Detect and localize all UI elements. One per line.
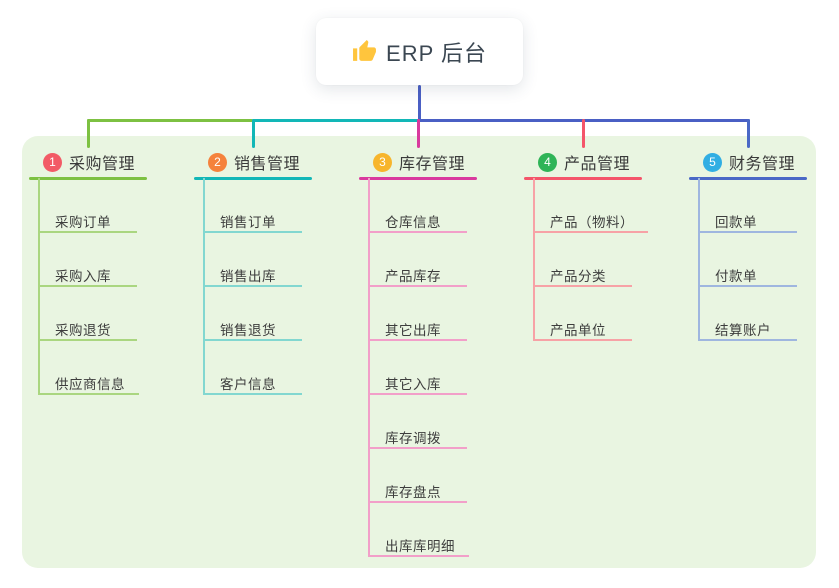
branch-4-number-badge: 4 [538,152,557,172]
connector-line [86,119,90,148]
branch-1-number-badge: 1 [43,152,62,172]
child-label: 供应商信息 [55,377,125,392]
branch-underline [689,177,807,180]
branch-5: 5 财务管理回款单付款单结算账户 [682,136,839,568]
branch-4: 4 产品管理产品（物料） 产品分类产品单位 [517,136,682,568]
connector-line [581,119,585,148]
child-node[interactable]: 库存盘点 [368,477,467,503]
child-label: 销售订单 [220,215,276,230]
child-label: 销售出库 [220,269,276,284]
connector-line [417,85,421,122]
child-node[interactable]: 回款单 [698,207,797,233]
child-node[interactable]: 仓库信息 [368,207,467,233]
child-label: 仓库信息 [385,215,441,230]
child-label: 结算账户 [715,323,771,338]
branch-label: 产品管理 [564,156,631,173]
child-label: 其它入库 [385,377,441,392]
branch-label: 库存管理 [399,156,466,173]
child-label: 采购入库 [55,269,111,284]
child-label: 产品单位 [550,323,606,338]
branch-3-number-badge: 3 [373,152,392,172]
child-label: 产品（物料） [550,215,634,230]
branch-child-spine [533,178,535,341]
branch-4-title[interactable]: 4 产品管理 [538,151,630,173]
branch-2: 2 销售管理销售订单销售出库销售退货客户信息 [187,136,352,568]
child-label: 采购订单 [55,215,111,230]
thumbs-up-icon [353,40,376,61]
connector-line [416,119,420,148]
child-label: 库存盘点 [385,485,441,500]
child-label: 产品分类 [550,269,606,284]
child-node[interactable]: 采购退货 [38,315,137,341]
child-node[interactable]: 其它入库 [368,369,467,395]
branch-2-title[interactable]: 2 销售管理 [208,151,300,173]
child-node[interactable]: 销售订单 [203,207,302,233]
child-node[interactable]: 付款单 [698,261,797,287]
child-label: 销售退货 [220,323,276,338]
branch-1: 1 采购管理采购订单采购入库采购退货供应商信息 [22,136,187,568]
branch-child-spine [368,178,370,557]
child-node[interactable]: 供应商信息 [38,369,139,395]
child-node[interactable]: 销售退货 [203,315,302,341]
child-label: 客户信息 [220,377,276,392]
child-label: 付款单 [715,269,757,284]
connector-line [86,119,253,122]
child-node[interactable]: 产品库存 [368,261,467,287]
child-label: 回款单 [715,215,757,230]
root-node[interactable]: ERP 后台 [316,18,523,85]
child-label: 产品库存 [385,269,441,284]
connector-line [746,119,750,148]
branch-label: 财务管理 [729,156,796,173]
child-node[interactable]: 销售出库 [203,261,302,287]
branch-3: 3 库存管理仓库信息产品库存其它出库其它入库库存调拨库存盘点出库库明细 [352,136,517,568]
child-node[interactable]: 客户信息 [203,369,302,395]
root-title: ERP 后台 [386,40,487,66]
branch-underline [359,177,477,180]
child-node[interactable]: 结算账户 [698,315,797,341]
branch-label: 采购管理 [69,156,136,173]
child-node[interactable]: 采购订单 [38,207,137,233]
child-label: 采购退货 [55,323,111,338]
branch-2-number-badge: 2 [208,152,227,172]
branch-underline [524,177,642,180]
branch-3-title[interactable]: 3 库存管理 [373,151,465,173]
child-label: 库存调拨 [385,431,441,446]
child-label: 其它出库 [385,323,441,338]
connector-line [251,119,255,148]
child-node[interactable]: 采购入库 [38,261,137,287]
child-node[interactable]: 产品（物料） [533,207,648,233]
child-node[interactable]: 库存调拨 [368,423,467,449]
branches-panel: 1 采购管理采购订单采购入库采购退货供应商信息 2 销售管理销售订单销售出库销售退货客… [22,136,816,568]
connector-line [251,119,419,122]
branch-1-title[interactable]: 1 采购管理 [43,151,135,173]
branch-underline [194,177,312,180]
branch-5-number-badge: 5 [703,152,722,172]
branch-underline [29,177,147,180]
child-node[interactable]: 出库库明细 [368,531,469,557]
child-node[interactable]: 产品分类 [533,261,632,287]
branch-5-title[interactable]: 5 财务管理 [703,151,795,173]
child-node[interactable]: 产品单位 [533,315,632,341]
child-label: 出库库明细 [385,539,455,554]
child-node[interactable]: 其它出库 [368,315,467,341]
branch-child-spine [698,178,700,341]
branch-label: 销售管理 [234,156,301,173]
